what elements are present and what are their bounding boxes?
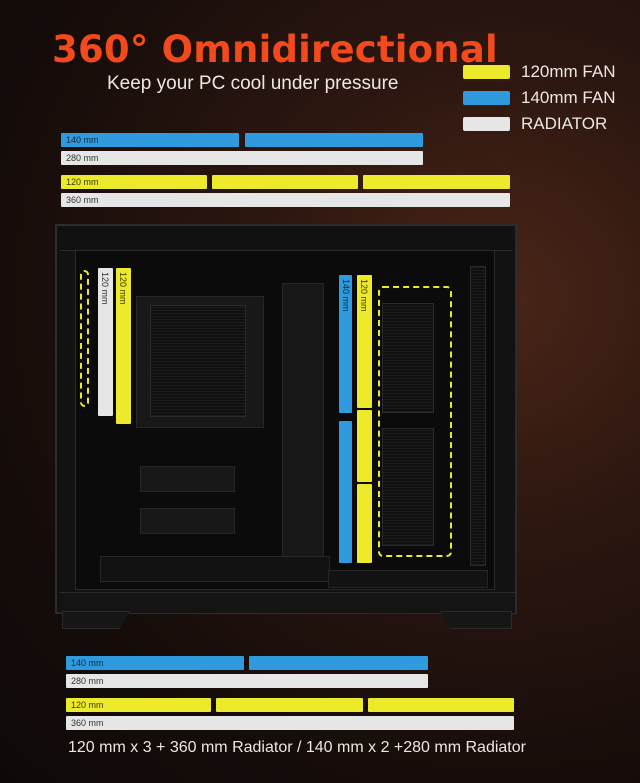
front-fan-mesh-2: [382, 428, 434, 546]
case-top-panel: [60, 228, 512, 251]
left-radiator-label: 120 mm: [100, 272, 110, 305]
top-fan140-bar-2: [245, 133, 423, 147]
psu-shroud: [100, 556, 330, 582]
front-edge-mesh: [470, 266, 486, 566]
bottom-bracket: [328, 570, 488, 588]
legend-item-120mm-fan: 120mm FAN: [463, 62, 615, 82]
legend-label: 120mm FAN: [521, 62, 616, 81]
left-fan120-label: 120 mm: [118, 272, 128, 305]
top-fan140-bar-1: 140 mm: [61, 133, 239, 147]
legend-item-140mm-fan: 140mm FAN: [463, 88, 615, 108]
front-fan140-bar-2: [339, 421, 352, 563]
front-fan120-bar-3: [357, 484, 372, 563]
top-rad360-bar: 360 mm: [61, 193, 510, 207]
page-title: 360° Omnidirectional: [52, 28, 498, 71]
left-fan120-bar: 120 mm: [116, 268, 131, 424]
front-fan140-bar-1: 140 mm: [339, 275, 352, 413]
bottom-fan120-bar-1: 120 mm: [66, 698, 211, 712]
front-fan140-label: 140 mm: [341, 279, 351, 312]
legend-swatch-yellow: [463, 65, 510, 79]
compatibility-caption: 120 mm x 3 + 360 mm Radiator / 140 mm x …: [68, 739, 526, 756]
front-fan120-label: 120 mm: [359, 279, 369, 312]
top-fan120-bar-2: [212, 175, 358, 189]
legend-swatch-blue: [463, 91, 510, 105]
front-fan120-bar-2: [357, 410, 372, 482]
top-fan120-bar-3: [363, 175, 510, 189]
front-fan-mesh-1: [382, 303, 434, 413]
case-foot-right: [440, 611, 512, 629]
left-radiator-bar: 120 mm: [98, 268, 113, 416]
legend-swatch-white: [463, 117, 510, 131]
bottom-fan140-bar-2: [249, 656, 428, 670]
top-rad280-bar: 280 mm: [61, 151, 423, 165]
bottom-fan120-bar-2: [216, 698, 363, 712]
case-foot-left: [62, 611, 130, 629]
legend-item-radiator: RADIATOR: [463, 114, 607, 134]
front-fan120-bar-1: 120 mm: [357, 275, 372, 408]
page-subtitle: Keep your PC cool under pressure: [107, 73, 399, 94]
drive-bay-1: [140, 466, 235, 492]
bottom-rad280-bar: 280 mm: [66, 674, 428, 688]
case-base: [60, 592, 515, 613]
top-fan120-bar-1: 120 mm: [61, 175, 207, 189]
motherboard-mesh: [150, 305, 246, 417]
legend-label: 140mm FAN: [521, 88, 616, 107]
drive-bay-2: [140, 508, 235, 534]
bottom-fan140-bar-1: 140 mm: [66, 656, 244, 670]
legend-label: RADIATOR: [521, 114, 608, 133]
front-radiator-outline: [378, 286, 452, 557]
bottom-fan120-bar-3: [368, 698, 514, 712]
left-radiator-outline: [80, 270, 89, 407]
cable-cover: [282, 283, 324, 558]
bottom-rad360-bar: 360 mm: [66, 716, 514, 730]
